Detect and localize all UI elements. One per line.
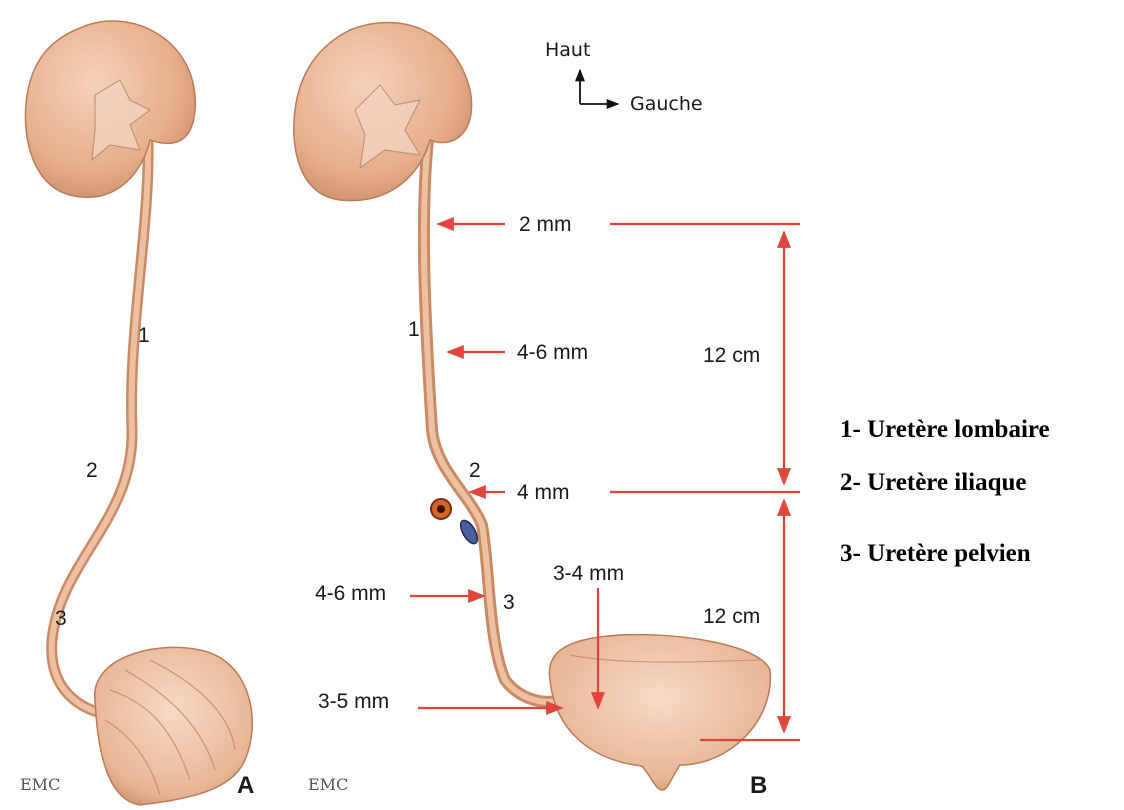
panel-b-label: B <box>750 772 767 799</box>
segment-a-3: 3 <box>55 607 67 630</box>
segment-b-1: 1 <box>408 318 420 341</box>
measure-4mm: 4 mm <box>517 481 570 504</box>
legend: 1- Uretère lombaire 2- Uretère iliaque 3… <box>840 416 1050 567</box>
segment-b-2: 2 <box>469 459 481 482</box>
segment-a-2: 2 <box>86 459 98 482</box>
panel-b: 1 2 3 2 mm 4-6 mm 4 mm 4-6 mm 3-4 mm 3-5… <box>294 23 800 800</box>
panel-a: 1 2 3 A EMC <box>20 21 254 805</box>
length-upper: 12 cm <box>703 344 760 367</box>
segment-b-3: 3 <box>503 591 515 614</box>
length-lower: 12 cm <box>703 605 760 628</box>
measure-4-6mm-lower: 4-6 mm <box>315 582 386 605</box>
segment-a-1: 1 <box>138 324 150 347</box>
legend-item-2: 2- Uretère iliaque <box>840 469 1027 496</box>
legend-item-1: 1- Uretère lombaire <box>840 416 1050 443</box>
measure-3-5mm: 3-5 mm <box>318 690 389 713</box>
bladder-b <box>549 635 770 790</box>
measure-4-6mm-upper: 4-6 mm <box>517 341 588 364</box>
bladder-a <box>95 647 253 805</box>
panel-a-label: A <box>237 772 254 799</box>
credit-b: EMC <box>308 775 348 794</box>
orientation-indicator: Haut Gauche <box>545 39 703 115</box>
measure-2mm: 2 mm <box>519 213 572 236</box>
legend-item-3: 3- Uretère pelvien <box>840 540 1031 567</box>
orientation-up-label: Haut <box>545 39 590 61</box>
orientation-left-label: Gauche <box>630 93 703 115</box>
credit-a: EMC <box>20 775 60 794</box>
measure-3-4mm: 3-4 mm <box>553 562 624 585</box>
